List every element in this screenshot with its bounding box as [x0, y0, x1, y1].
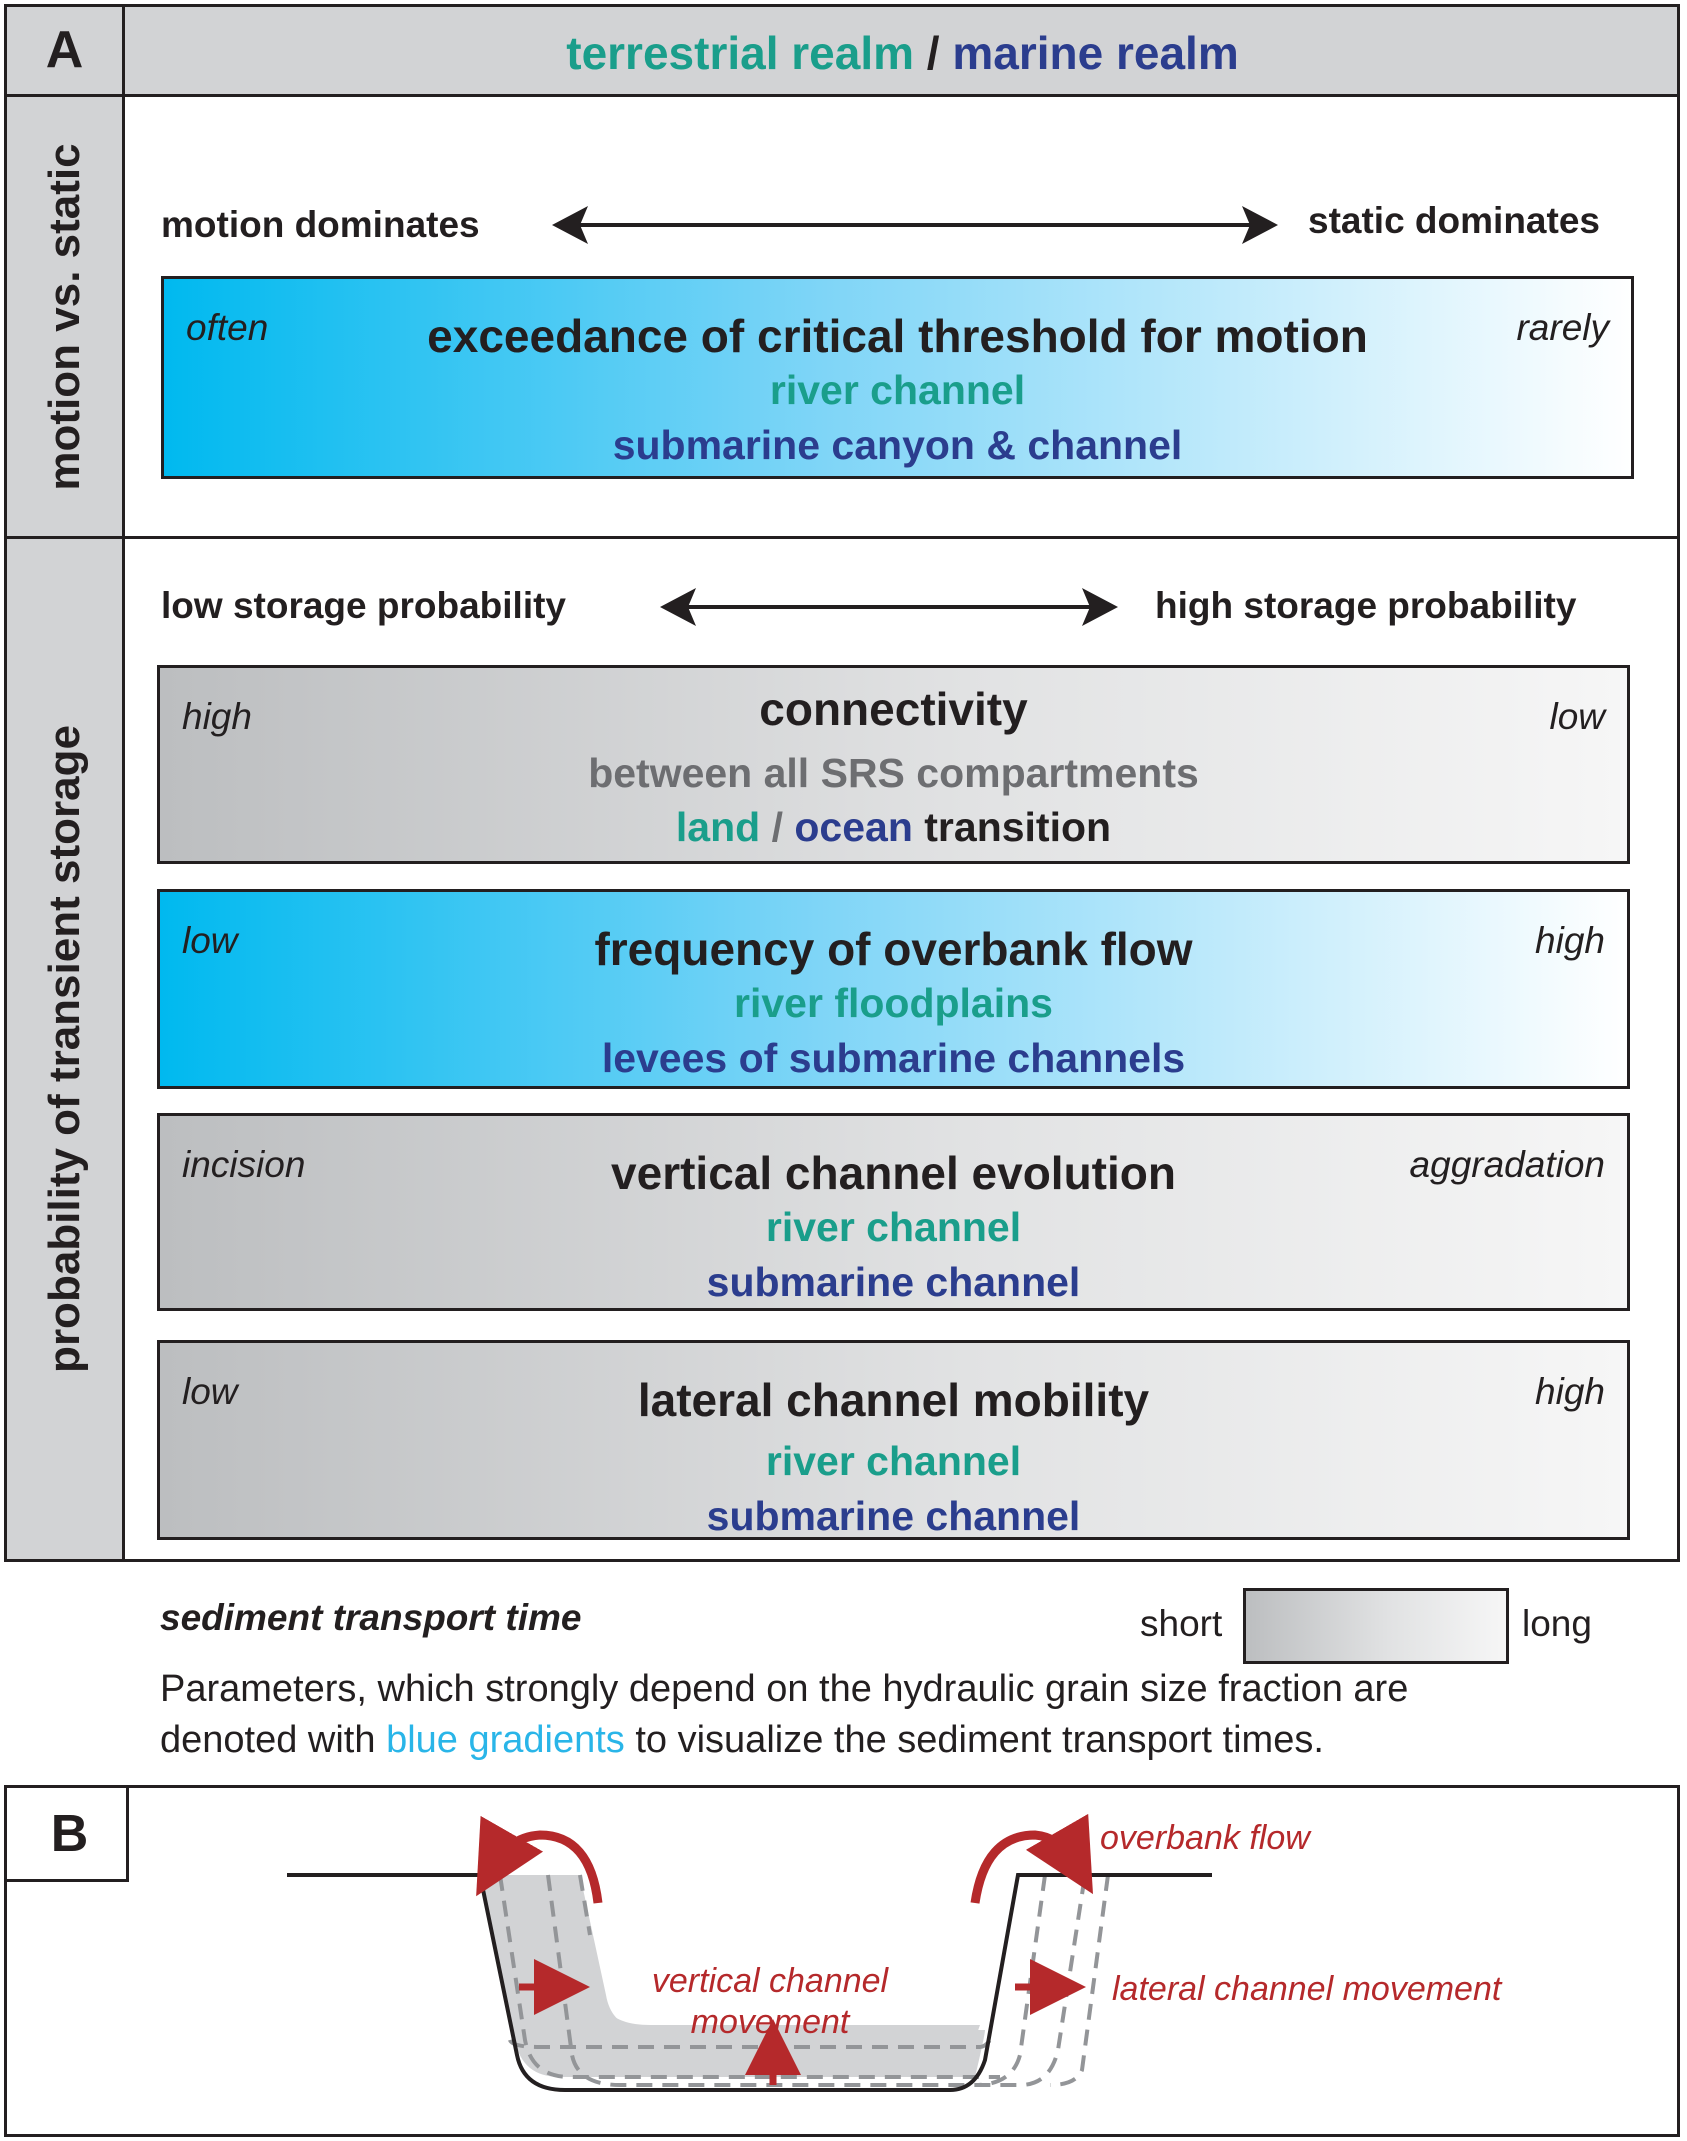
- threshold-left-label: often: [186, 307, 269, 348]
- vertical-movement-line1: vertical channel: [651, 1962, 889, 2000]
- terrestrial-realm-label: terrestrial realm: [566, 27, 915, 79]
- lateral-movement-label: lateral channel movement: [1112, 1970, 1502, 2008]
- vertical-line2: submarine channel: [706, 1259, 1081, 1305]
- channel-outline: [287, 1873, 1212, 2092]
- lateral-left-label: low: [182, 1371, 238, 1412]
- connectivity-right-label: low: [1549, 696, 1605, 737]
- header-title: terrestrial realm / marine realm: [125, 26, 1680, 80]
- lateral-right-label: high: [1535, 1371, 1605, 1412]
- motion-dominates-label: motion dominates: [161, 204, 480, 245]
- vertical-left-label: incision: [182, 1144, 306, 1185]
- lateral-line1: river channel: [765, 1438, 1022, 1484]
- threshold-line2: submarine canyon & channel: [612, 422, 1183, 468]
- dashed-channel-4: [1049, 1874, 1110, 2087]
- lateral-title: lateral channel mobility: [637, 1374, 1150, 1426]
- ocean-label: ocean: [794, 804, 913, 850]
- channel-diagram: [287, 1813, 1212, 2092]
- legend-para-part3: to visualize the sediment transport time…: [624, 1719, 1324, 1761]
- panel-b-letter: B: [50, 1805, 89, 1863]
- sidebar-motion-vs-static: motion vs. static: [4, 94, 125, 539]
- vertical-movement-line2: movement: [690, 2003, 850, 2041]
- dashed-channel-1: [498, 1874, 1000, 2079]
- threshold-line1: river channel: [769, 367, 1026, 413]
- legend-title: sediment transport time: [160, 1597, 582, 1638]
- lateral-mobility-box: low high lateral channel mobility river …: [157, 1340, 1630, 1540]
- double-arrow-storage: [660, 588, 1118, 626]
- section-divider: [4, 536, 1680, 539]
- panel-a-letter-cell: A: [4, 4, 125, 97]
- land-label: land: [675, 804, 761, 850]
- double-arrow-motion: [552, 206, 1278, 244]
- lateral-line2: submarine channel: [706, 1493, 1081, 1539]
- overbank-line2: levees of submarine channels: [601, 1035, 1186, 1081]
- static-dominates-label: static dominates: [1308, 200, 1600, 241]
- legend-para-part2: denoted with: [160, 1719, 387, 1761]
- threshold-box: often rarely exceedance of critical thre…: [161, 276, 1634, 479]
- transition-label: transition: [912, 804, 1112, 850]
- overbank-box: low high frequency of overbank flow rive…: [157, 889, 1630, 1089]
- connectivity-line1: between all SRS compartments: [588, 750, 1199, 796]
- overbank-left-label: low: [182, 920, 238, 961]
- dashed-right-upper: [578, 1874, 592, 1936]
- vertical-right-label: aggradation: [1409, 1144, 1605, 1185]
- panel-a-header: [4, 4, 1680, 97]
- legend-short-label: short: [1140, 1603, 1223, 1644]
- threshold-right-label: rarely: [1516, 307, 1609, 348]
- right-overbank-arrow: [970, 1813, 1094, 1904]
- left-overbank-arrow: [476, 1815, 603, 1904]
- overbank-title: frequency of overbank flow: [594, 923, 1193, 975]
- panel-a-letter: A: [45, 21, 84, 79]
- vertical-title: vertical channel evolution: [611, 1147, 1176, 1199]
- realm-separator: /: [914, 27, 953, 79]
- threshold-title: exceedance of critical threshold for mot…: [427, 310, 1368, 362]
- high-storage-label: high storage probability: [1155, 585, 1577, 626]
- low-storage-label: low storage probability: [161, 585, 566, 626]
- panel-b-letter-cell: B: [4, 1785, 129, 1882]
- channel-fill-main: [478, 1875, 980, 2077]
- connectivity-title: connectivity: [759, 683, 1028, 735]
- legend-gradient-swatch: [1243, 1588, 1509, 1664]
- connectivity-line2: land / ocean transition: [160, 804, 1627, 851]
- sidebar-label-motion: motion vs. static: [39, 142, 89, 491]
- connectivity-left-label: high: [182, 696, 252, 737]
- panel-b: [4, 1785, 1680, 2137]
- legend-long-label: long: [1522, 1603, 1592, 1644]
- connectivity-box: high low connectivity between all SRS co…: [157, 665, 1630, 864]
- vertical-line1: river channel: [765, 1204, 1022, 1250]
- marine-realm-label: marine realm: [952, 27, 1239, 79]
- sidebar-transient-storage: probability of transient storage: [4, 536, 125, 1562]
- overbank-right-label: high: [1535, 920, 1605, 961]
- legend-para-part1: Parameters, which strongly depend on the…: [160, 1668, 1409, 1710]
- vertical-movement-label: vertical channel movement: [620, 1962, 920, 2042]
- legend-para-highlight: blue gradients: [386, 1719, 625, 1761]
- vertical-evolution-box: incision aggradation vertical channel ev…: [157, 1113, 1630, 1311]
- legend-paragraph: Parameters, which strongly depend on the…: [160, 1664, 1660, 1766]
- dashed-channel-2: [546, 1874, 1087, 2087]
- overbank-flow-label: overbank flow: [1100, 1819, 1310, 1857]
- land-ocean-separator: /: [760, 804, 795, 850]
- sidebar-label-storage: probability of transient storage: [39, 725, 89, 1373]
- overbank-line1: river floodplains: [734, 980, 1053, 1026]
